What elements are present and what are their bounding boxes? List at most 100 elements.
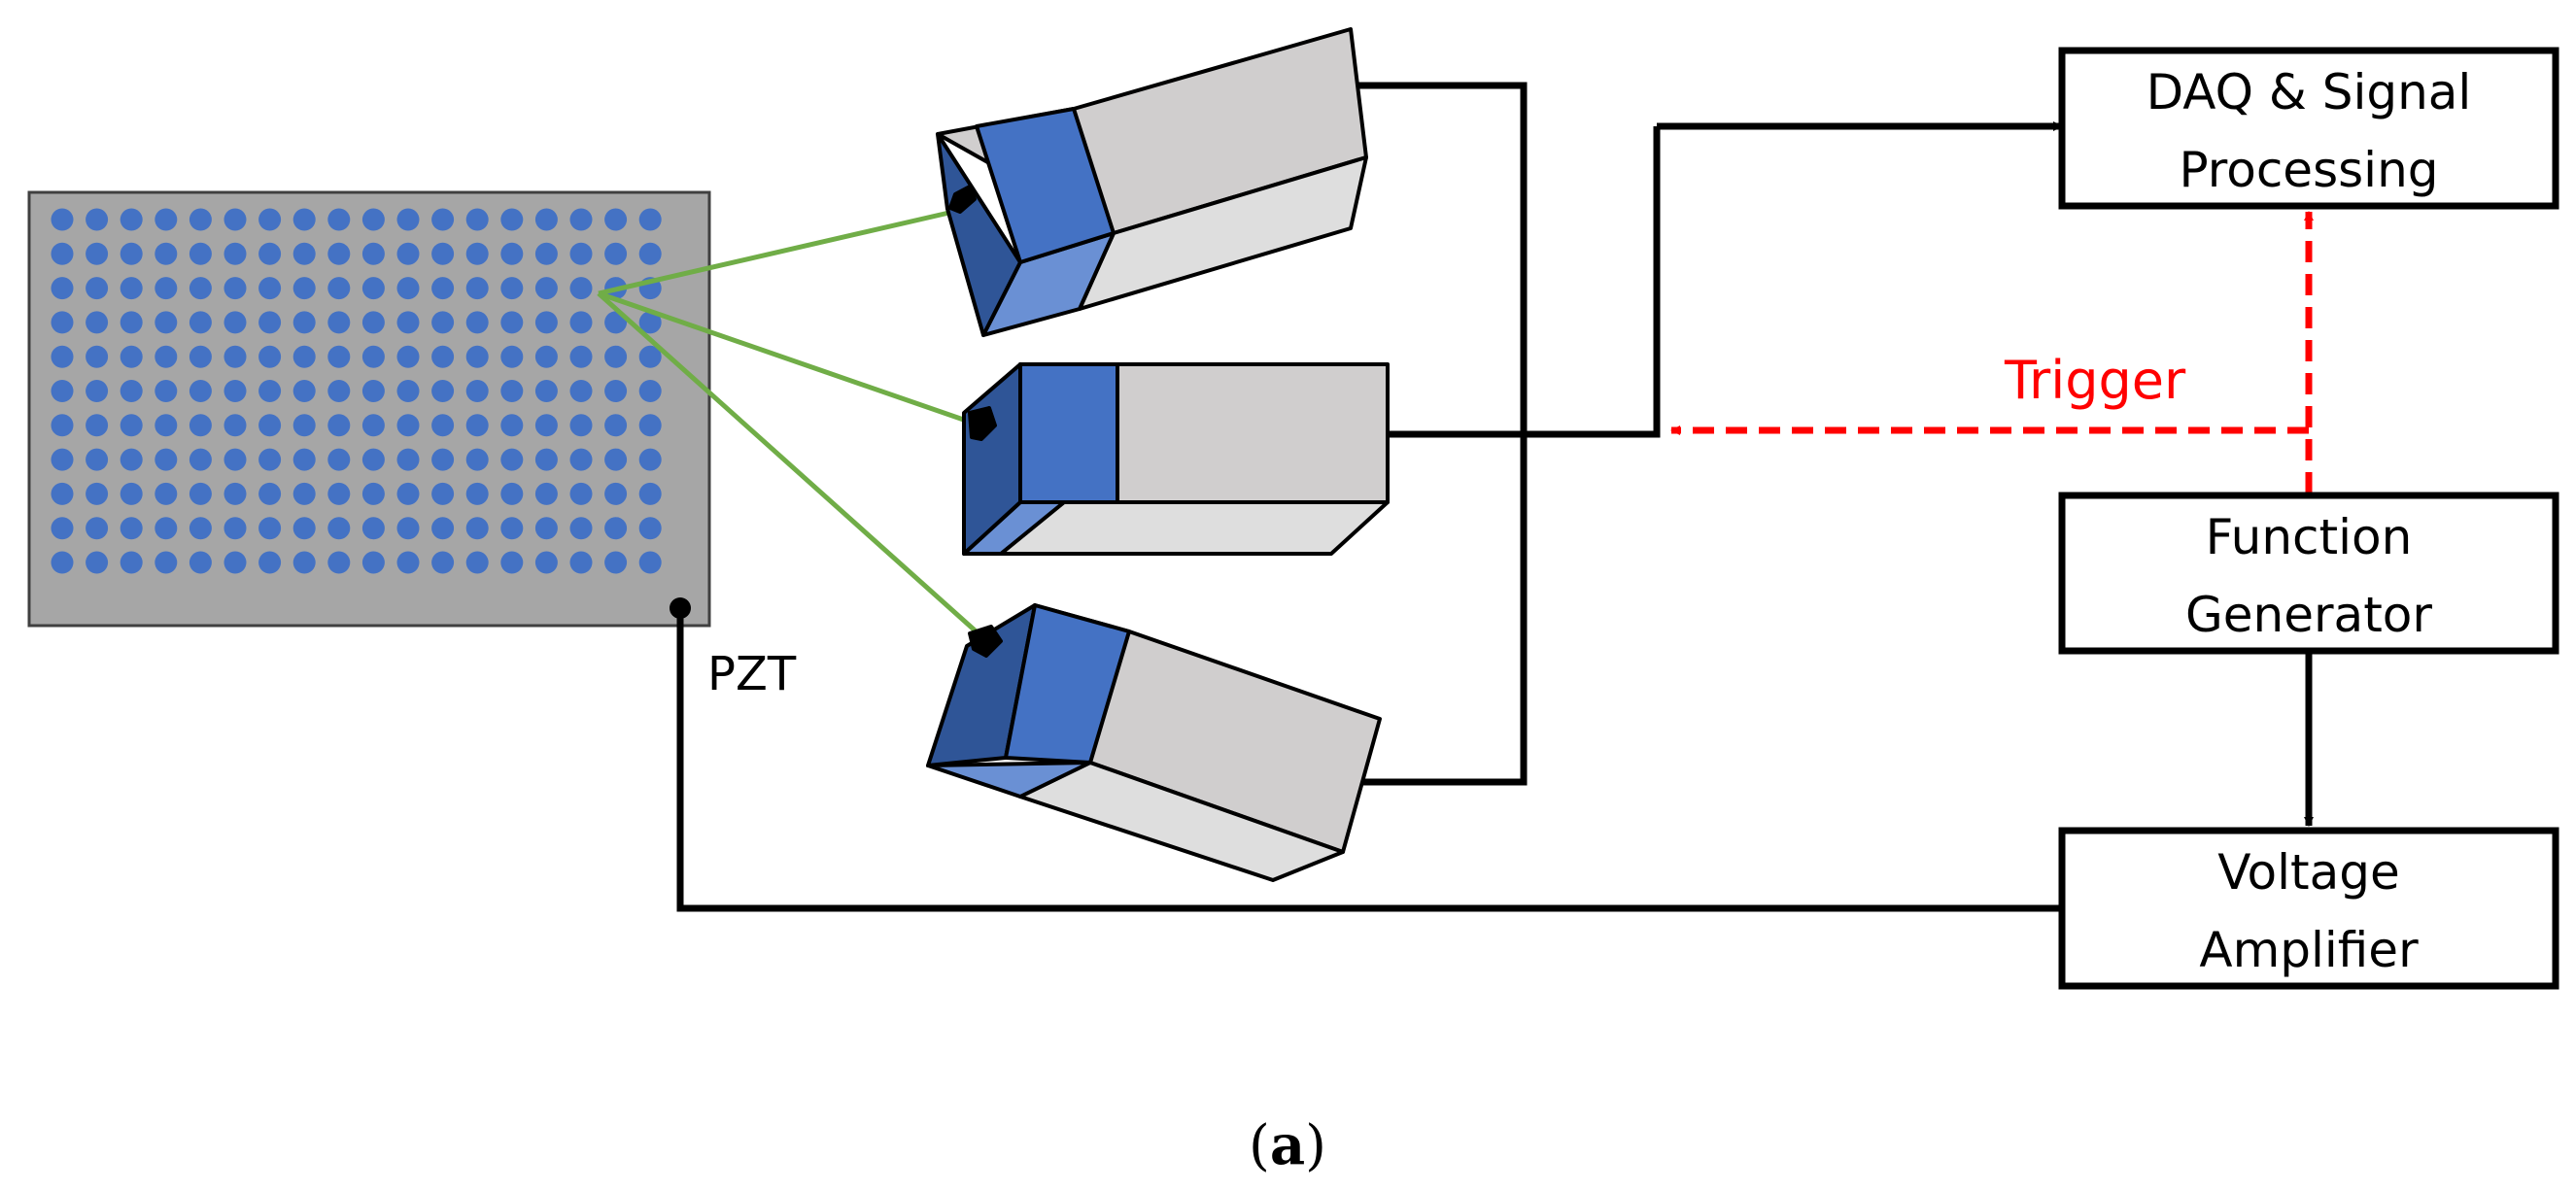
plate-dot [396, 345, 420, 368]
plate-dot [292, 414, 316, 437]
trigger-lines [1670, 211, 2314, 493]
plate-dot [534, 277, 558, 300]
wiring [675, 82, 2314, 912]
plate-dot [361, 414, 385, 437]
plate-dot [638, 311, 662, 334]
plate-dot [223, 380, 247, 402]
plate-dot [223, 414, 247, 437]
voltage-amplifier-line1: Voltage [2217, 844, 2400, 901]
caption-close-paren: ) [1305, 1114, 1326, 1177]
plate-dot [534, 311, 558, 334]
plate-dot [223, 311, 247, 334]
plate-dot [638, 242, 662, 265]
plate-dot [120, 208, 143, 231]
plate-dot [604, 208, 628, 231]
plate-dot [361, 448, 385, 471]
plate-dot [189, 345, 212, 368]
plate-dot [431, 311, 455, 334]
plate-dot [51, 380, 74, 402]
plate-dot [638, 448, 662, 471]
plate-dot [396, 482, 420, 505]
plate-dot [361, 311, 385, 334]
plate-dot [465, 414, 489, 437]
plate-dot [258, 311, 282, 334]
plate-dot [86, 277, 109, 300]
plate-dot [223, 345, 247, 368]
daq-box-frame [2058, 47, 2559, 210]
voltage-amplifier-line2: Amplifier [2199, 922, 2419, 978]
plate-dot [155, 208, 178, 231]
plate-dot [396, 277, 420, 300]
plate-dot [500, 448, 524, 471]
camera-middle-front [1018, 362, 1119, 504]
camera-middle-body-side [999, 500, 1390, 556]
plate-dot [258, 448, 282, 471]
plate-dot [431, 242, 455, 265]
plate-dot [396, 311, 420, 334]
plate-dot [534, 242, 558, 265]
plate-dot [258, 277, 282, 300]
plate-dot [155, 448, 178, 471]
dot-grid [51, 208, 662, 574]
pzt-label: PZT [707, 647, 797, 701]
plate-dot [223, 551, 247, 574]
plate-dot [155, 311, 178, 334]
plate-dot [431, 345, 455, 368]
function-generator-line2: Generator [2185, 587, 2432, 643]
plate-dot [431, 414, 455, 437]
plate-dot [500, 414, 524, 437]
plate-dot [327, 242, 351, 265]
plate-dot [155, 277, 178, 300]
plate-dot [500, 208, 524, 231]
plate-dot [638, 551, 662, 574]
test-plate [27, 190, 711, 628]
plate-dot [327, 551, 351, 574]
plate-dot [361, 208, 385, 231]
plate-dot [569, 551, 593, 574]
figure-caption: (a) [1249, 1113, 1326, 1177]
plate-dot [604, 448, 628, 471]
plate-dot [86, 345, 109, 368]
plate-dot [86, 414, 109, 437]
plate-dot [223, 208, 247, 231]
plate-dot [638, 380, 662, 402]
plate-dot [500, 345, 524, 368]
plate-dot [155, 380, 178, 402]
plate-dot [361, 277, 385, 300]
plate-dot [155, 414, 178, 437]
sight-line-middle [598, 290, 979, 427]
plate-dot [155, 242, 178, 265]
plate-dot [51, 242, 74, 265]
pzt-sensor-dot [670, 597, 691, 619]
plate-dot [361, 380, 385, 402]
camera-bottom-front [1004, 603, 1131, 765]
plate-dot [396, 208, 420, 231]
plate-dot [120, 380, 143, 402]
plate-dot [258, 345, 282, 368]
plate-dot [638, 482, 662, 505]
plate-dot [258, 242, 282, 265]
daq-box-line1: DAQ & Signal [2147, 64, 2472, 120]
plate-dot [189, 414, 212, 437]
plate-dot [86, 551, 109, 574]
plate-dot [51, 448, 74, 471]
daq-box: DAQ & Signal Processing [2058, 47, 2559, 210]
plate-dot [361, 482, 385, 505]
daq-box-line2: Processing [2180, 142, 2439, 198]
plate-dot [361, 345, 385, 368]
plate-dot [431, 482, 455, 505]
plate-dot [155, 551, 178, 574]
plate-dot [51, 345, 74, 368]
plate-dot [534, 551, 558, 574]
plate-dot [223, 277, 247, 300]
plate-dot [569, 380, 593, 402]
plate-dot [189, 277, 212, 300]
plate-dot [223, 482, 247, 505]
plate-dot [465, 380, 489, 402]
plate-dot [258, 482, 282, 505]
plate-dot [86, 380, 109, 402]
camera-sight-lines [597, 206, 983, 638]
plate-dot [258, 208, 282, 231]
camera-top-front [975, 107, 1116, 264]
plate-dot [465, 551, 489, 574]
